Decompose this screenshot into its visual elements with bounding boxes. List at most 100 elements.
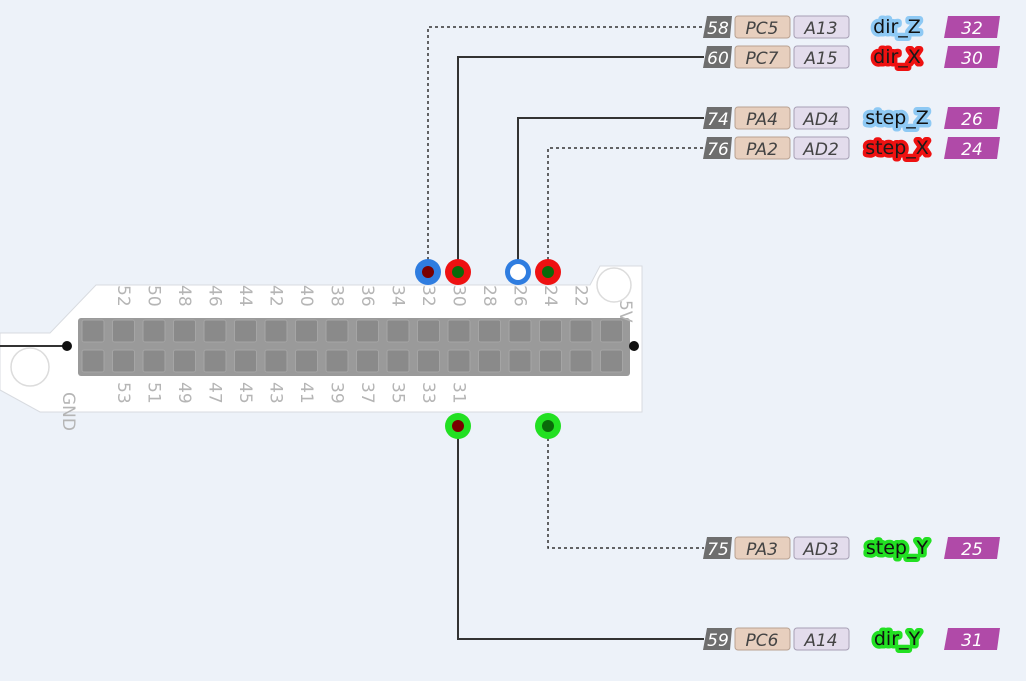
header-bottom-label: 41 — [296, 382, 316, 404]
pin-square — [295, 349, 318, 373]
pin-square — [356, 319, 379, 343]
port-label: PA4 — [746, 110, 778, 130]
arduino-pin-tag — [944, 137, 1000, 159]
pin-square — [264, 349, 288, 373]
analog-label: AD3 — [802, 540, 839, 560]
arduino-pin-tag — [944, 46, 1000, 68]
pin-square — [173, 349, 196, 373]
pin-square — [600, 349, 623, 373]
header-top-label: 38 — [327, 285, 347, 307]
pin-square — [447, 319, 471, 343]
mcu-pin-number: 75 — [707, 540, 729, 560]
analog-label: A13 — [803, 19, 837, 39]
header-top-label: 36 — [357, 285, 377, 307]
header-bottom-label: 49 — [174, 382, 194, 404]
port-label: PC5 — [746, 19, 779, 39]
analog-tag — [793, 106, 850, 130]
5v-label: 5V — [615, 300, 635, 323]
wire-step_Y — [547, 438, 704, 549]
header-bottom-label: 39 — [327, 382, 347, 404]
arduino-pin-tag — [944, 537, 1000, 559]
pin-marker-dot — [542, 420, 554, 432]
signal-halo: dir_X — [873, 46, 921, 68]
signal-halo: dir_Z — [873, 16, 921, 38]
port-label: PC6 — [746, 631, 779, 651]
port-tag — [734, 45, 791, 69]
analog-label: A14 — [803, 631, 837, 651]
header-bottom-label: 31 — [449, 382, 469, 404]
pin-square — [417, 349, 440, 373]
header-top-label: 34 — [388, 285, 408, 307]
analog-tag — [793, 136, 850, 160]
gnd-label: GND — [58, 392, 78, 431]
header-top-label: 44 — [235, 285, 255, 307]
port-tag — [734, 136, 791, 160]
analog-tag — [793, 15, 850, 39]
pin-square — [569, 349, 593, 373]
pin-square — [386, 349, 410, 373]
signal-name: dir_Z — [873, 16, 921, 38]
signal-halo: step_X — [865, 137, 929, 159]
port-label: PA2 — [746, 140, 778, 160]
arduino-pin-number: 24 — [961, 140, 983, 160]
arduino-pin-number: 26 — [961, 110, 983, 130]
pin-square — [142, 319, 166, 343]
header-bottom-label: 47 — [205, 382, 225, 404]
pin-square — [539, 349, 562, 373]
pin-square — [325, 319, 349, 343]
header-top-label: 32 — [418, 285, 438, 307]
header-top-label: 24 — [540, 285, 560, 307]
pin-marker-dot — [452, 266, 464, 278]
signal-halo: dir_Y — [874, 628, 921, 650]
mcu-pin-number: 60 — [707, 49, 729, 69]
pin-marker-dot — [542, 266, 554, 278]
pin-square — [478, 349, 501, 373]
port-tag — [734, 106, 791, 130]
header-top-label: 26 — [510, 285, 530, 307]
analog-tag — [793, 45, 850, 69]
header-top-label: 30 — [449, 285, 469, 307]
pin-square — [112, 319, 135, 343]
header-bottom-label: 35 — [388, 382, 408, 404]
header-top-label: 46 — [205, 285, 225, 307]
header-bottom-label: 53 — [113, 382, 133, 404]
pin-square — [508, 349, 532, 373]
5v-dot — [629, 341, 639, 351]
header-bottom-label: 45 — [235, 382, 255, 404]
header-top-label: 48 — [174, 285, 194, 307]
pin-square — [600, 319, 623, 343]
port-label: PC7 — [746, 49, 779, 69]
mcu-pin-tag — [703, 537, 732, 559]
pin-square — [386, 319, 410, 343]
signal-name: step_Y — [866, 537, 929, 559]
mcu-pin-number: 59 — [707, 631, 729, 651]
pin-square — [356, 349, 379, 373]
analog-label: AD4 — [802, 110, 839, 130]
arduino-pin-number: 25 — [961, 540, 983, 560]
pin-square — [417, 319, 440, 343]
analog-label: A15 — [803, 49, 837, 69]
pin-square — [295, 319, 318, 343]
pin-squares — [81, 319, 623, 373]
mounting-hole-right — [596, 267, 632, 303]
signal-halo: step_Y — [866, 537, 929, 559]
header-top-label: 42 — [266, 285, 286, 307]
wires — [427, 26, 704, 640]
signal-name: step_Z — [865, 107, 929, 129]
port-tag — [734, 536, 791, 560]
pin-square — [447, 349, 471, 373]
header-top-label: 22 — [571, 285, 591, 307]
port-tag — [734, 627, 791, 651]
wire-step_X — [547, 147, 704, 260]
signal-name: dir_X — [873, 46, 921, 68]
pin-square — [81, 319, 105, 343]
pin-square — [234, 349, 257, 373]
pin-square — [173, 319, 196, 343]
pin-square — [508, 319, 532, 343]
